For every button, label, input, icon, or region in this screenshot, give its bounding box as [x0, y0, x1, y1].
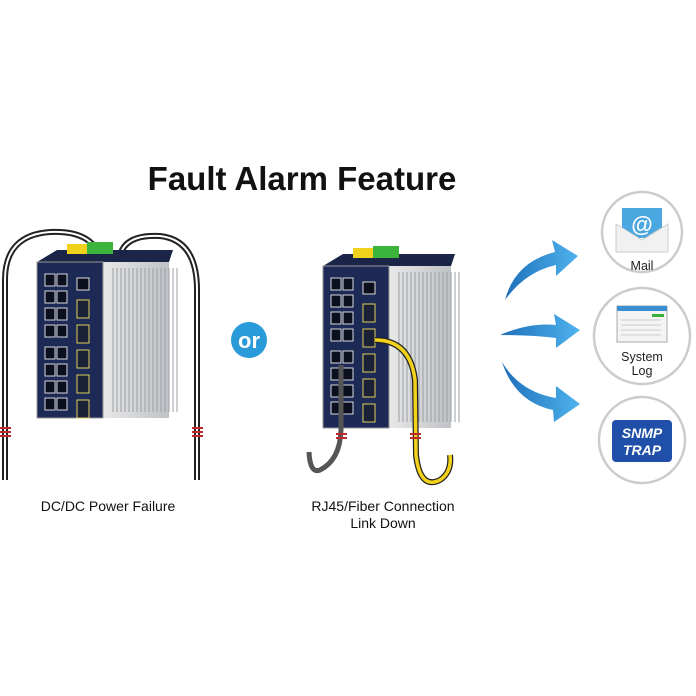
rj45-port	[56, 290, 68, 304]
console-port	[76, 277, 90, 291]
sfp-port	[76, 399, 90, 419]
sfp-port	[76, 299, 90, 319]
rj45-port	[44, 290, 56, 304]
rj45-port	[342, 350, 354, 364]
sfp-port	[362, 378, 376, 398]
power-cables	[0, 228, 203, 480]
caption-line-1: RJ45/Fiber Connection	[311, 498, 455, 514]
snmp-trap-notification: SNMP TRAP	[597, 395, 687, 485]
rj45-port	[342, 277, 354, 291]
rj45-port	[44, 307, 56, 321]
industrial-switch-power-failure	[36, 242, 178, 419]
heatsink	[103, 262, 169, 418]
rj45-port	[56, 307, 68, 321]
rj45-port	[330, 328, 342, 342]
sfp-port	[362, 353, 376, 373]
rj45-port	[56, 273, 68, 287]
power-terminal	[87, 242, 113, 254]
rj45-port	[56, 380, 68, 394]
or-badge	[231, 322, 267, 358]
caption-line-2: Link Down	[350, 515, 416, 531]
snmp-label: SNMP	[622, 425, 663, 441]
power-terminal	[373, 246, 399, 258]
rj45-port	[44, 397, 56, 411]
switch-front-panel	[322, 265, 390, 429]
rj45-port	[44, 346, 56, 360]
power-terminal	[67, 244, 89, 254]
rj45-port	[342, 294, 354, 308]
system-log-notification	[592, 286, 692, 386]
network-cables	[306, 337, 454, 486]
rj45-port	[342, 401, 354, 415]
system-log-label: System Log	[612, 350, 672, 378]
rj45-port	[44, 380, 56, 394]
sfp-port	[362, 328, 376, 348]
sfp-port	[76, 324, 90, 344]
rj45-port	[44, 324, 56, 338]
rj45-port	[342, 328, 354, 342]
mail-icon: @	[615, 208, 669, 253]
trap-label: TRAP	[623, 442, 662, 458]
power-terminal	[353, 248, 375, 258]
sfp-port	[362, 303, 376, 323]
rj45-port	[342, 367, 354, 381]
mail-notification: @	[600, 190, 684, 274]
rj45-port	[44, 273, 56, 287]
snmp-trap-icon	[612, 420, 672, 462]
rj45-port	[56, 346, 68, 360]
caption-link-down: RJ45/Fiber Connection Link Down	[293, 498, 473, 532]
notification-arrows	[500, 240, 580, 422]
arrow-right-icon	[500, 314, 580, 348]
mail-label: Mail	[630, 259, 654, 273]
rj45-port	[330, 350, 342, 364]
log-label: Log	[631, 364, 653, 378]
rj45-port	[342, 311, 354, 325]
or-label: or	[238, 328, 260, 353]
system-log-icon	[616, 305, 668, 343]
console-port	[362, 281, 376, 295]
rj45-port	[342, 384, 354, 398]
sfp-port	[76, 349, 90, 369]
rj45-port	[330, 311, 342, 325]
page-title: Fault Alarm Feature	[147, 160, 457, 197]
rj45-port	[330, 294, 342, 308]
industrial-switch-link-down	[322, 246, 460, 429]
sfp-port	[76, 374, 90, 394]
rj45-port	[56, 324, 68, 338]
svg-text:@: @	[631, 212, 652, 237]
rj45-port	[330, 277, 342, 291]
arrow-up-icon	[505, 240, 578, 300]
sfp-port	[362, 403, 376, 423]
cable-break-mark	[0, 427, 203, 437]
rj45-port	[56, 363, 68, 377]
system-label: System	[621, 350, 663, 364]
rj45-port	[56, 397, 68, 411]
arrow-down-icon	[502, 362, 580, 422]
rj45-port	[44, 363, 56, 377]
caption-power-failure: DC/DC Power Failure	[40, 498, 176, 514]
